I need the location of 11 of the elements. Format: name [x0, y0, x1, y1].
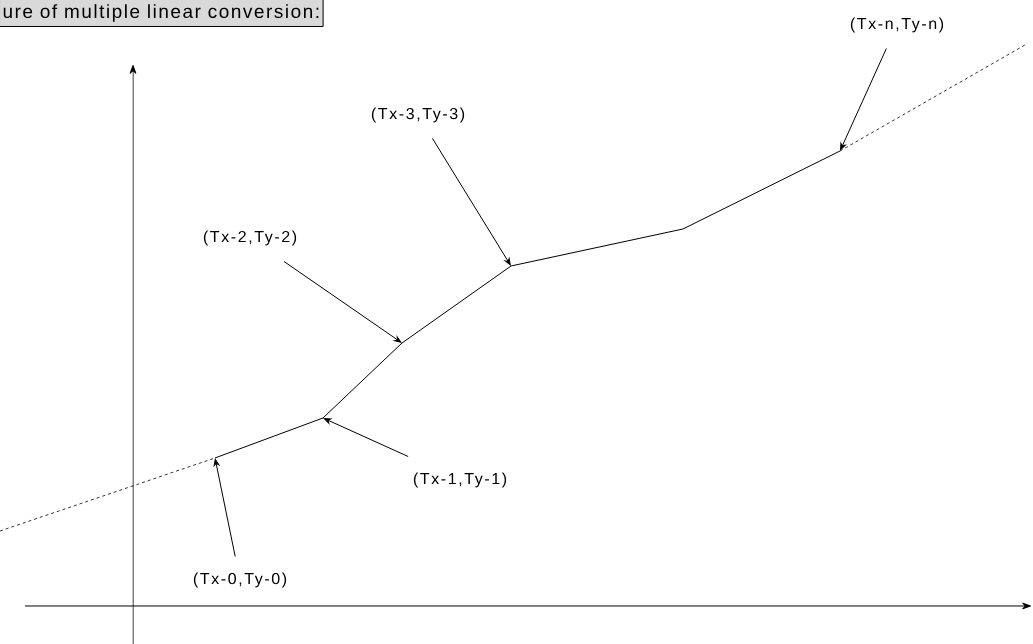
point-label: (Tx-2,Ty-2) [203, 230, 297, 246]
leader-arrow [840, 47, 887, 151]
point-label: (Tx-0,Ty-0) [193, 572, 287, 588]
leader-arrow [323, 418, 409, 458]
leader-arrow [213, 458, 236, 558]
point-label: (Tx-n,Ty-n) [850, 17, 944, 33]
leader-arrow [283, 260, 402, 343]
point-label: (Tx-3,Ty-3) [371, 107, 465, 123]
point-label: (Tx-1,Ty-1) [413, 472, 507, 488]
leader-arrow [431, 137, 511, 266]
title-box: ure of multiple linear conversion: [0, 0, 324, 27]
